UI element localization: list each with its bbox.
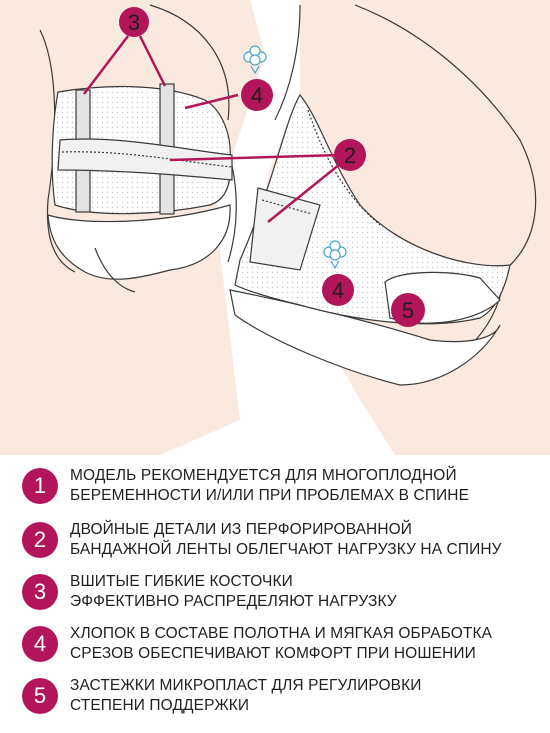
svg-text:2: 2 [344, 143, 356, 168]
legend-item-4: 4 ХЛОПОК В СОСТАВЕ ПОЛОТНА И МЯГКАЯ ОБРА… [22, 624, 542, 668]
cotton-flower-icon [243, 45, 267, 75]
side-belt [234, 93, 511, 325]
callout-2: 2 [334, 139, 366, 171]
legend-item-3: 3 ВШИТЫЕ ГИБКИЕ КОСТОЧКИ ЭФФЕКТИВНО РАСП… [22, 572, 542, 616]
legend-text: ВШИТЫЕ ГИБКИЕ КОСТОЧКИ ЭФФЕКТИВНО РАСПРЕ… [70, 573, 397, 610]
svg-text:3: 3 [128, 10, 140, 35]
legend-item-1: 1 МОДЕЛЬ РЕКОМЕНДУЕТСЯ ДЛЯ МНОГОПЛОДНОЙ … [22, 466, 542, 510]
callout-3: 3 [119, 7, 149, 37]
back-view-figure [39, 4, 237, 293]
legend-item-5: 5 ЗАСТЕЖКИ МИКРОПЛАСТ ДЛЯ РЕГУЛИРОВКИ СТ… [22, 676, 542, 720]
legend-text: МОДЕЛЬ РЕКОМЕНДУЕТСЯ ДЛЯ МНОГОПЛОДНОЙ БЕ… [70, 467, 470, 504]
bandage-illustration: 3 4 2 4 5 [0, 0, 550, 455]
number-badge: 5 [22, 678, 58, 714]
number-badge: 2 [22, 522, 58, 558]
svg-text:4: 4 [332, 278, 344, 303]
cotton-flower-icon [323, 240, 347, 270]
svg-text:5: 5 [402, 298, 414, 323]
number-badge: 4 [22, 626, 58, 662]
legend-text: ЗАСТЕЖКИ МИКРОПЛАСТ ДЛЯ РЕГУЛИРОВКИ СТЕП… [70, 677, 422, 714]
callout-4-bottom: 4 [322, 274, 354, 306]
callout-5: 5 [391, 293, 425, 327]
number-badge: 1 [22, 468, 58, 504]
number-badge: 3 [22, 574, 58, 610]
legend-item-2: 2 ДВОЙНЫЕ ДЕТАЛИ ИЗ ПЕРФОРИРОВАННОЙ БАНД… [22, 520, 542, 564]
legend-text: ДВОЙНЫЕ ДЕТАЛИ ИЗ ПЕРФОРИРОВАННОЙ БАНДАЖ… [70, 521, 502, 558]
side-view-figure [229, 4, 537, 386]
svg-text:4: 4 [251, 83, 263, 108]
wrap-strap [249, 187, 321, 271]
callout-4-top: 4 [241, 79, 273, 111]
legend-text: ХЛОПОК В СОСТАВЕ ПОЛОТНА И МЯГКАЯ ОБРАБО… [70, 625, 493, 662]
